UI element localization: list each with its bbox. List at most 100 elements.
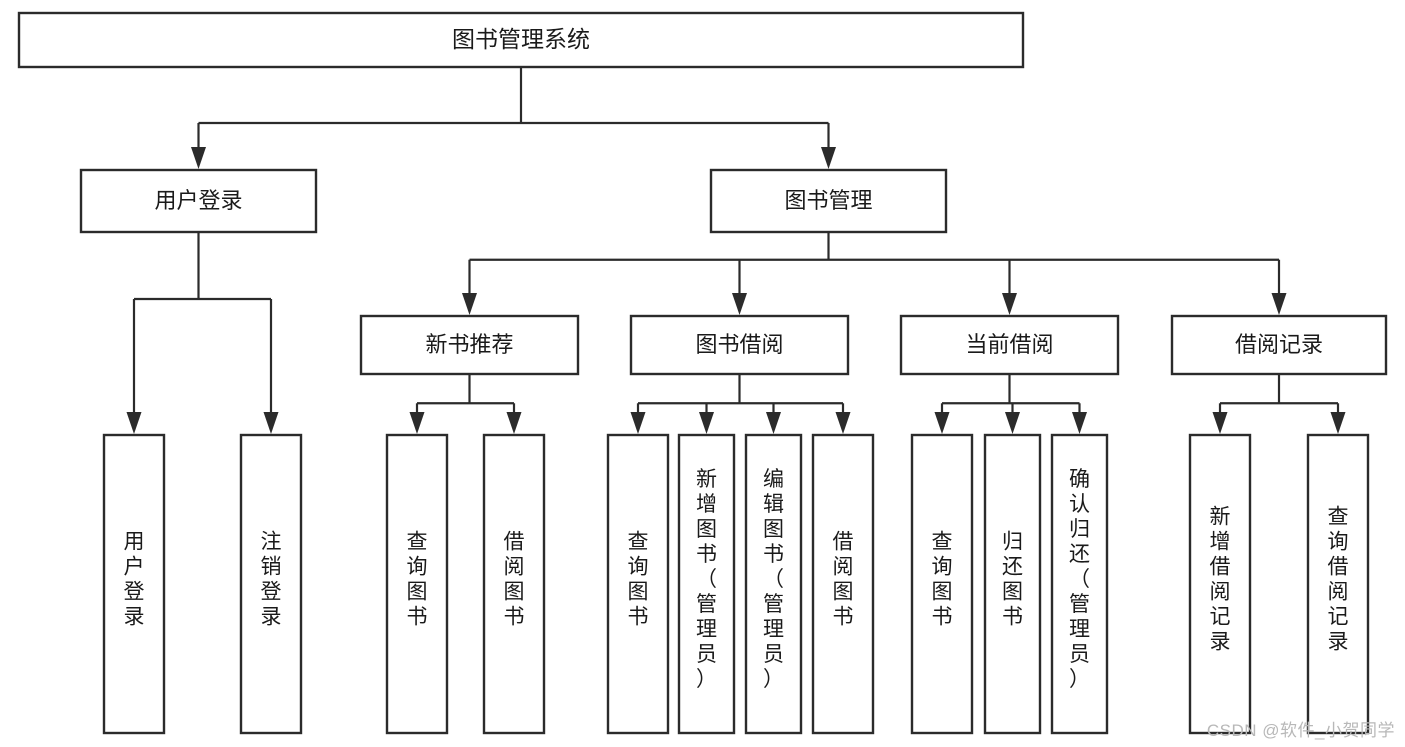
node-label-char: 新 xyxy=(1210,506,1231,529)
node-label-char: 新 xyxy=(696,468,717,491)
node-borrow-record[interactable]: 借阅记录 xyxy=(1170,314,1388,376)
node-box[interactable] xyxy=(811,433,875,735)
node-user-login[interactable]: 用户登录 xyxy=(79,168,318,234)
edge-arrowhead xyxy=(1330,412,1346,434)
node-label: 图书管理系统 xyxy=(452,26,590,52)
node-label-char: 用 xyxy=(124,531,145,554)
node-label-char: 书 xyxy=(932,606,953,629)
node-box[interactable] xyxy=(629,314,850,376)
node-label-char: 归 xyxy=(1069,518,1090,541)
node-box[interactable] xyxy=(359,314,580,376)
node-current-borrow[interactable]: 当前借阅 xyxy=(899,314,1120,376)
node-label-char: 阅 xyxy=(833,556,854,579)
node-box[interactable] xyxy=(606,433,670,735)
node-box[interactable] xyxy=(1050,433,1109,735)
edge-arrowhead xyxy=(821,147,836,169)
node-box[interactable] xyxy=(709,168,948,234)
node-label-char: （ xyxy=(1069,568,1090,591)
node-box[interactable] xyxy=(239,433,303,735)
node-label-char: 询 xyxy=(932,556,953,579)
node-box[interactable] xyxy=(482,433,546,735)
node-label-char: 录 xyxy=(1328,631,1349,654)
edge-arrowhead xyxy=(1072,412,1087,434)
edge-arrowhead xyxy=(934,412,950,434)
node-label-char: 书 xyxy=(407,606,428,629)
node-box[interactable] xyxy=(1188,433,1252,735)
node-book-manage[interactable]: 图书管理 xyxy=(709,168,948,234)
watermark-text: CSDN @软件_小贺同学 xyxy=(1206,721,1395,740)
edge-arrowhead xyxy=(1005,412,1020,434)
node-label-char: 销 xyxy=(261,556,282,579)
node-label-char: 阅 xyxy=(504,556,525,579)
node-new-book-recommend[interactable]: 新书推荐 xyxy=(359,314,580,376)
node-label-char: 管 xyxy=(1069,593,1090,616)
node-label: 用户登录 xyxy=(154,188,242,213)
node-label-char: 录 xyxy=(261,606,282,629)
node-label-char: 书 xyxy=(763,543,784,566)
node-label-char: 图 xyxy=(696,518,717,541)
node-label-char: 理 xyxy=(763,618,784,641)
edge-arrowhead xyxy=(835,412,851,434)
node-box[interactable] xyxy=(899,314,1120,376)
edge-arrowhead xyxy=(462,293,477,315)
node-label-char: 图 xyxy=(833,581,854,604)
node-box[interactable] xyxy=(1306,433,1370,735)
node-label-char: 查 xyxy=(628,531,649,554)
node-box[interactable] xyxy=(385,433,449,735)
node-label-char: 图 xyxy=(407,581,428,604)
edge-arrowhead xyxy=(191,147,206,169)
edge-arrowhead xyxy=(1271,293,1287,315)
node-label: 图书管理 xyxy=(784,188,872,213)
node-box[interactable] xyxy=(1170,314,1388,376)
edge-arrowhead xyxy=(263,412,279,434)
node-book-borrow[interactable]: 图书借阅 xyxy=(629,314,850,376)
node-label-char: 登 xyxy=(124,581,145,604)
node-label-char: （ xyxy=(696,568,717,591)
node-label-char: 图 xyxy=(932,581,953,604)
node-label-char: 归 xyxy=(1002,531,1023,554)
node-label-char: 登 xyxy=(261,581,282,604)
node-root-图书管理系统[interactable]: 图书管理系统 xyxy=(17,11,1025,69)
node-box[interactable] xyxy=(677,433,736,735)
node-label-char: 管 xyxy=(696,593,717,616)
node-leaf-user-login[interactable]: 用户登录 xyxy=(102,433,166,735)
node-label-char: 记 xyxy=(1210,606,1231,629)
node-label-char: ） xyxy=(763,668,784,691)
node-label-char: 录 xyxy=(1210,631,1231,654)
node-label-char: 还 xyxy=(1069,543,1090,566)
edge-arrowhead xyxy=(699,412,714,434)
node-label: 当前借阅 xyxy=(965,332,1053,357)
node-label-char: 借 xyxy=(1328,556,1349,579)
edge-arrowhead xyxy=(630,412,646,434)
node-box[interactable] xyxy=(983,433,1042,735)
edge-arrowhead xyxy=(409,412,425,434)
node-label-char: 阅 xyxy=(1210,581,1231,604)
node-label-char: 图 xyxy=(504,581,525,604)
node-label-char: 书 xyxy=(833,606,854,629)
node-label-char: 认 xyxy=(1069,493,1090,516)
node-label-char: 录 xyxy=(124,606,145,629)
node-box[interactable] xyxy=(79,168,318,234)
node-label-char: 询 xyxy=(407,556,428,579)
node-box[interactable] xyxy=(744,433,803,735)
node-label-char: 理 xyxy=(1069,618,1090,641)
node-label-char: 查 xyxy=(1328,506,1349,529)
node-box[interactable] xyxy=(910,433,974,735)
node-box[interactable] xyxy=(102,433,166,735)
node-label-char: ） xyxy=(1069,668,1090,691)
node-box[interactable] xyxy=(17,11,1025,69)
